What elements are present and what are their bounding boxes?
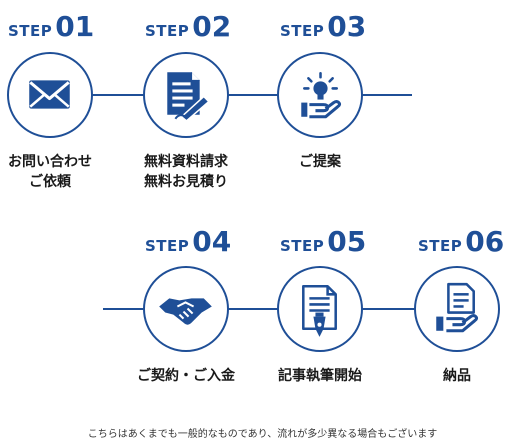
- step-03-caption: ご提案: [245, 152, 395, 172]
- connector-line-row-1: [50, 94, 412, 96]
- caption-line: 納品: [443, 368, 471, 384]
- step-word: STEP: [280, 237, 325, 255]
- step-04-circle: [143, 266, 229, 352]
- caption-line: 記事執筆開始: [278, 368, 362, 384]
- step-word: STEP: [280, 22, 325, 40]
- caption-line: 無料資料請求: [144, 154, 228, 170]
- step-word: STEP: [8, 22, 53, 40]
- handshake-icon: [159, 298, 212, 325]
- caption-line: ご契約・ご入金: [137, 368, 235, 384]
- step-01-caption: お問い合わせ ご依頼: [0, 152, 125, 192]
- step-word: STEP: [145, 237, 190, 255]
- step-02-circle: [143, 52, 229, 138]
- step-number: 04: [192, 225, 232, 258]
- step-06-circle: [414, 266, 500, 352]
- step-01-circle: [7, 52, 93, 138]
- step-03-circle: [277, 52, 363, 138]
- step-02-caption: 無料資料請求 無料お見積り: [111, 152, 261, 192]
- fountain-pen-document-icon: [302, 284, 337, 337]
- envelope-icon: [29, 80, 70, 109]
- step-06-caption: 納品: [382, 366, 525, 386]
- step-number: 05: [327, 225, 367, 258]
- document-pen-icon: [167, 72, 210, 122]
- lightbulb-hand-icon: [301, 71, 342, 119]
- caption-line: お問い合わせ: [8, 154, 92, 170]
- step-number: 06: [465, 225, 505, 258]
- step-word: STEP: [418, 237, 463, 255]
- step-number: 03: [327, 10, 367, 43]
- step-number: 01: [55, 10, 95, 43]
- footnote: こちらはあくまでも一般的なものであり、流れが多少異なる場合もございます: [87, 429, 438, 440]
- step-05-caption: 記事執筆開始: [245, 366, 395, 386]
- caption-line: ご提案: [299, 154, 341, 170]
- caption-line: 無料お見積り: [144, 174, 228, 190]
- step-05-circle: [277, 266, 363, 352]
- document-hand-icon: [436, 282, 479, 333]
- step-word: STEP: [145, 22, 190, 40]
- step-04-caption: ご契約・ご入金: [111, 366, 261, 386]
- caption-line: ご依頼: [29, 174, 71, 190]
- step-number: 02: [192, 10, 232, 43]
